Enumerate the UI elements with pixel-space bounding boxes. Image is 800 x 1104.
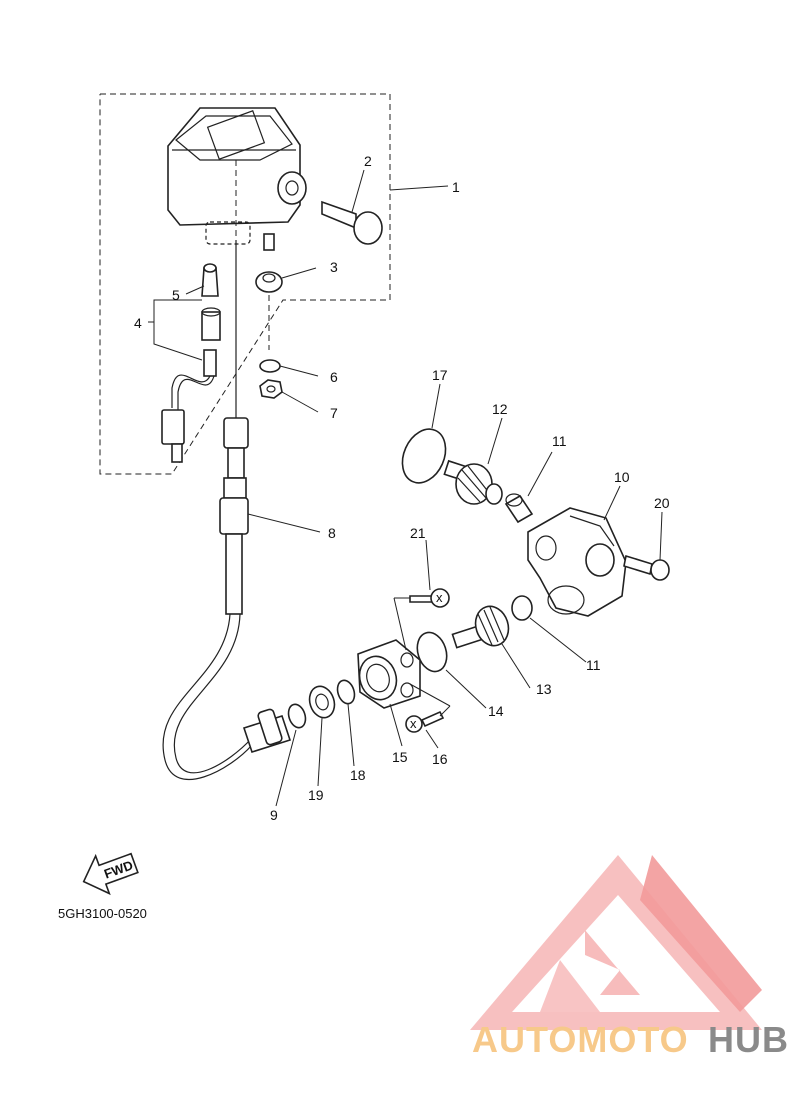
nut	[259, 379, 283, 399]
fwd-arrow-icon: FWD	[82, 852, 139, 896]
callout-19: 19	[308, 787, 324, 803]
bushing-11-lower	[511, 595, 533, 621]
callout-9: 9	[270, 807, 278, 823]
diagram-code: 5GH3100-0520	[58, 906, 147, 921]
bushing-11-upper	[504, 493, 534, 524]
callouts: 1 2 3 4 5 6 7 8 9 10 11 11 12 13 14 15 1…	[134, 153, 670, 823]
oil-seal-19	[308, 685, 336, 719]
leader-lines	[148, 169, 663, 807]
callout-11a: 11	[552, 433, 567, 449]
callout-4: 4	[134, 315, 142, 331]
callout-5: 5	[172, 287, 180, 303]
watermark-brand-part2: HUB	[708, 1019, 789, 1060]
callout-20: 20	[654, 495, 670, 511]
svg-text:x: x	[410, 716, 417, 731]
grommet	[255, 233, 283, 350]
o-ring-14	[416, 631, 448, 673]
o-ring-9	[287, 703, 307, 729]
speedometer-cable	[162, 240, 292, 781]
callout-12: 12	[492, 401, 508, 417]
gear-case-housing	[527, 507, 627, 617]
watermark-text: AUTOMOTO HUB	[472, 1019, 789, 1060]
bolt-20	[623, 554, 670, 581]
drive-gear-13	[451, 605, 510, 649]
washer	[259, 359, 281, 373]
callout-1: 1	[452, 179, 460, 195]
washer-18	[336, 679, 356, 705]
trip-reset-knob	[277, 171, 383, 245]
callout-10: 10	[614, 469, 630, 485]
watermark-logo	[470, 855, 762, 1030]
assembly-guide-lines	[393, 597, 451, 717]
assembly-group-box	[99, 93, 391, 475]
speedometer-unit	[167, 107, 301, 245]
callout-7: 7	[330, 405, 338, 421]
callout-2: 2	[364, 153, 372, 169]
callout-18: 18	[350, 767, 366, 783]
callout-3: 3	[330, 259, 338, 275]
callout-17: 17	[432, 367, 448, 383]
screw-16: x	[405, 710, 445, 733]
callout-13: 13	[536, 681, 552, 697]
callout-21: 21	[410, 525, 426, 541]
callout-11b: 11	[586, 657, 601, 673]
callout-6: 6	[330, 369, 338, 385]
callout-16: 16	[432, 751, 448, 767]
svg-text:x: x	[436, 590, 443, 605]
gear-housing	[357, 639, 421, 709]
callout-8: 8	[328, 525, 336, 541]
bulb-socket-assembly	[161, 263, 221, 463]
callout-14: 14	[488, 703, 504, 719]
screw-21: x	[409, 588, 450, 608]
callout-15: 15	[392, 749, 408, 765]
o-ring-17	[401, 428, 447, 484]
watermark-brand-part1: AUTOMOTO	[472, 1019, 689, 1060]
driven-gear-12	[443, 459, 503, 505]
